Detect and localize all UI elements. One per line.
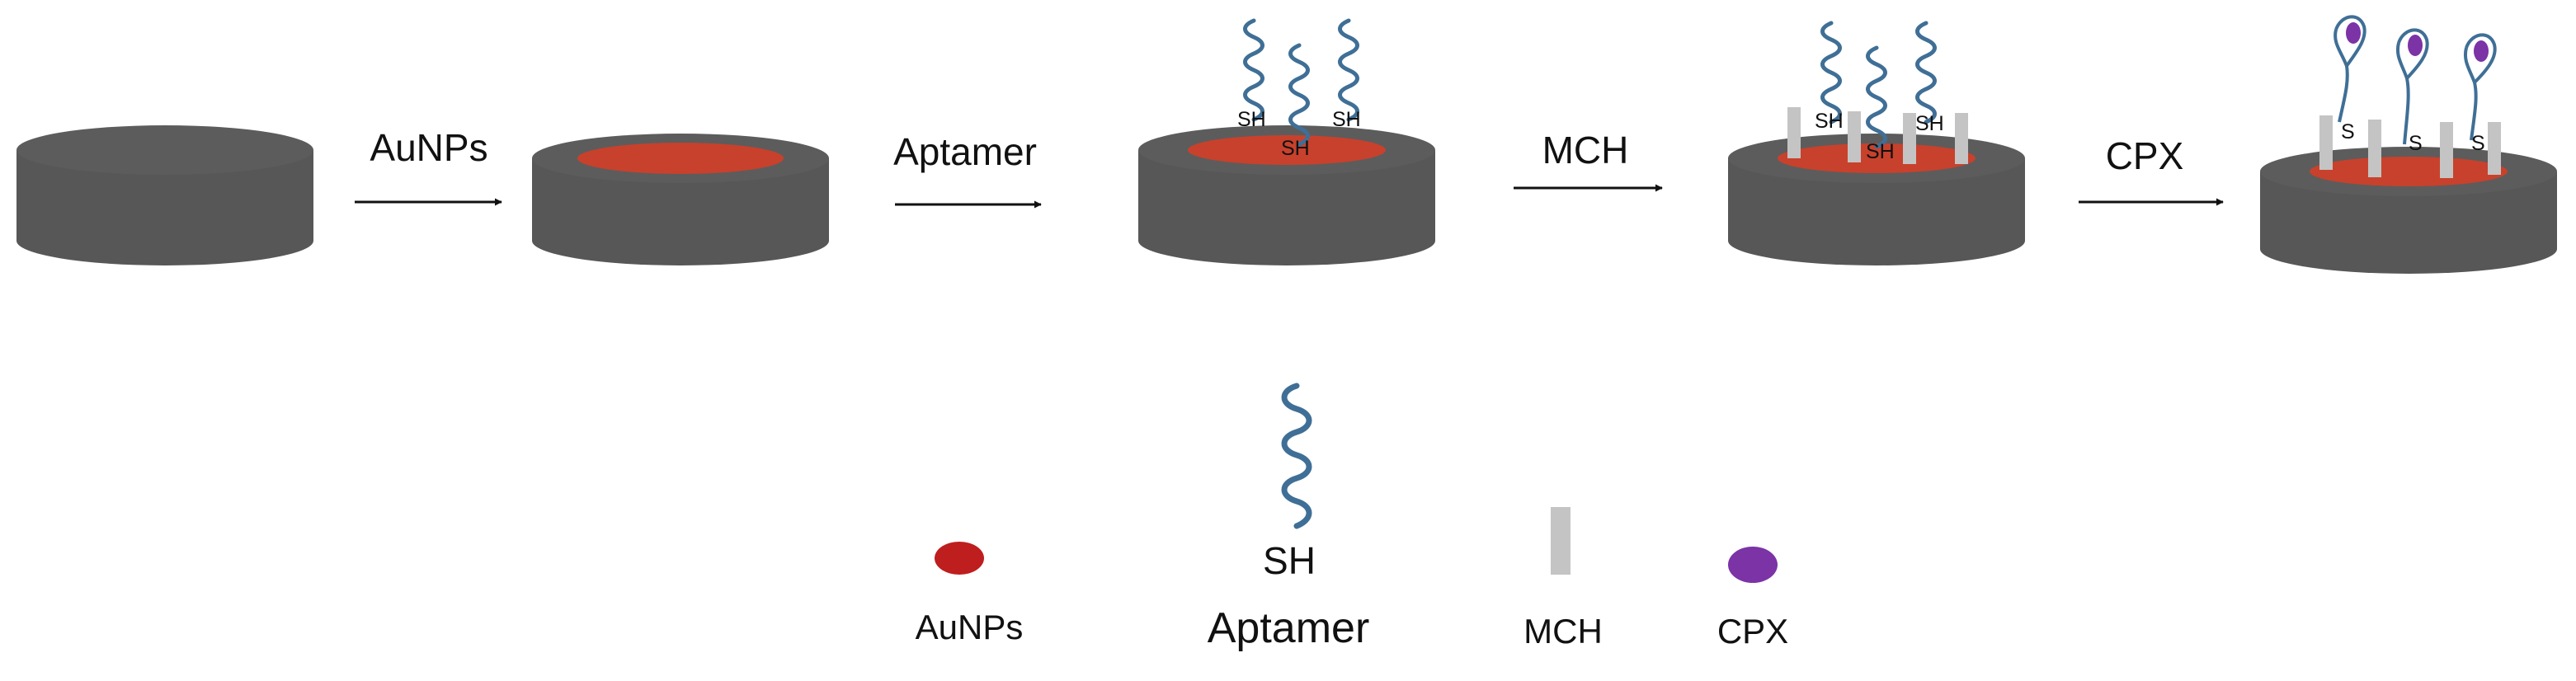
- thiol-label: SH: [1915, 112, 1944, 135]
- thiol-label: SH: [1281, 137, 1310, 160]
- mch-molecule: [2368, 120, 2381, 177]
- aptamer-electrode: SH SH SH: [1138, 21, 1435, 265]
- electrode-body: [16, 150, 313, 265]
- thiol-label: S: [2341, 120, 2355, 143]
- aptamer-loop: [2397, 28, 2429, 80]
- gold-layer: [1188, 135, 1386, 165]
- legend-item-cpx: CPX: [1717, 547, 1788, 650]
- electrode-top: [16, 125, 313, 175]
- aptamer-strand: [1823, 23, 1840, 122]
- step-arrow-cpx: CPX: [2079, 134, 2224, 206]
- legend-label-cpx: CPX: [1717, 612, 1788, 650]
- thiol-label: SH: [1866, 140, 1895, 163]
- gold-layer: [577, 143, 784, 174]
- aptamer-strand: [1918, 23, 1935, 122]
- cpx-molecule: [2408, 35, 2423, 56]
- mch-molecule: [1848, 111, 1861, 162]
- electrode-body: [1728, 158, 2025, 265]
- aptamer-strand: [2396, 42, 2410, 145]
- mch-electrode: SH SH SH: [1728, 23, 2025, 265]
- cpx-molecule: [2346, 22, 2361, 44]
- aptamer-loop: [2465, 33, 2497, 84]
- legend-label-aunps: AuNPs: [916, 608, 1024, 646]
- cpx-dot: [1728, 547, 1778, 583]
- mch-molecule: [1903, 113, 1916, 164]
- electrode-body: [1138, 150, 1435, 265]
- electrode-body: [2260, 171, 2557, 274]
- step-label-aunps: AuNPs: [370, 126, 487, 169]
- legend-label-sh: SH: [1263, 539, 1316, 582]
- step-label-cpx: CPX: [2106, 134, 2184, 177]
- mch-molecule: [1955, 113, 1968, 164]
- electrode-body: [532, 158, 829, 265]
- legend-label-aptamer: Aptamer: [1208, 604, 1370, 652]
- bare-electrode: [16, 125, 313, 265]
- thiol-label: SH: [1332, 108, 1361, 131]
- aptamer-strand: [1246, 21, 1263, 120]
- legend-item-aunps: AuNPs: [916, 542, 1024, 646]
- gold-layer: [1778, 143, 1976, 173]
- legend-label-mch: MCH: [1523, 612, 1603, 650]
- step-arrow-aunps: AuNPs: [355, 126, 502, 206]
- cpx-molecule: [2474, 40, 2489, 62]
- aptamer-strand-icon: [1281, 383, 1312, 529]
- step-arrow-mch: MCH: [1514, 129, 1663, 192]
- legend-item-aptamer: SH Aptamer: [1208, 383, 1370, 652]
- aunps-electrode: [532, 134, 829, 265]
- thiol-label: SH: [1237, 108, 1266, 131]
- gold-layer: [2310, 157, 2508, 186]
- mch-molecule: [2440, 122, 2453, 178]
- mch-bar-icon: [1551, 507, 1571, 575]
- thiol-label: S: [2471, 132, 2485, 155]
- step-label-mch: MCH: [1542, 129, 1629, 171]
- mch-molecule: [2319, 115, 2333, 170]
- aptamer-cpx-complex: [2464, 33, 2497, 141]
- aptamer-strand: [1340, 21, 1358, 120]
- aptamer-cpx-complex: [2333, 15, 2366, 123]
- aptamer-strand: [2333, 29, 2349, 123]
- aptamer-strand: [1868, 48, 1886, 147]
- aptamer-strand: [2464, 47, 2478, 141]
- aptamer-loop: [2334, 15, 2366, 68]
- cpx-electrode: S S S: [2260, 15, 2557, 274]
- aunp-dot: [935, 542, 984, 575]
- thiol-label: S: [2409, 132, 2423, 155]
- aptamer-cpx-complex: [2396, 28, 2429, 145]
- step-arrow-aptamer: Aptamer: [893, 130, 1042, 209]
- mch-molecule: [1787, 107, 1801, 158]
- mch-molecule: [2488, 122, 2501, 175]
- step-label-aptamer: Aptamer: [893, 130, 1037, 173]
- legend: AuNPs SH Aptamer MCH CPX: [916, 383, 1788, 652]
- thiol-label: SH: [1815, 110, 1844, 133]
- legend-item-mch: MCH: [1523, 507, 1603, 650]
